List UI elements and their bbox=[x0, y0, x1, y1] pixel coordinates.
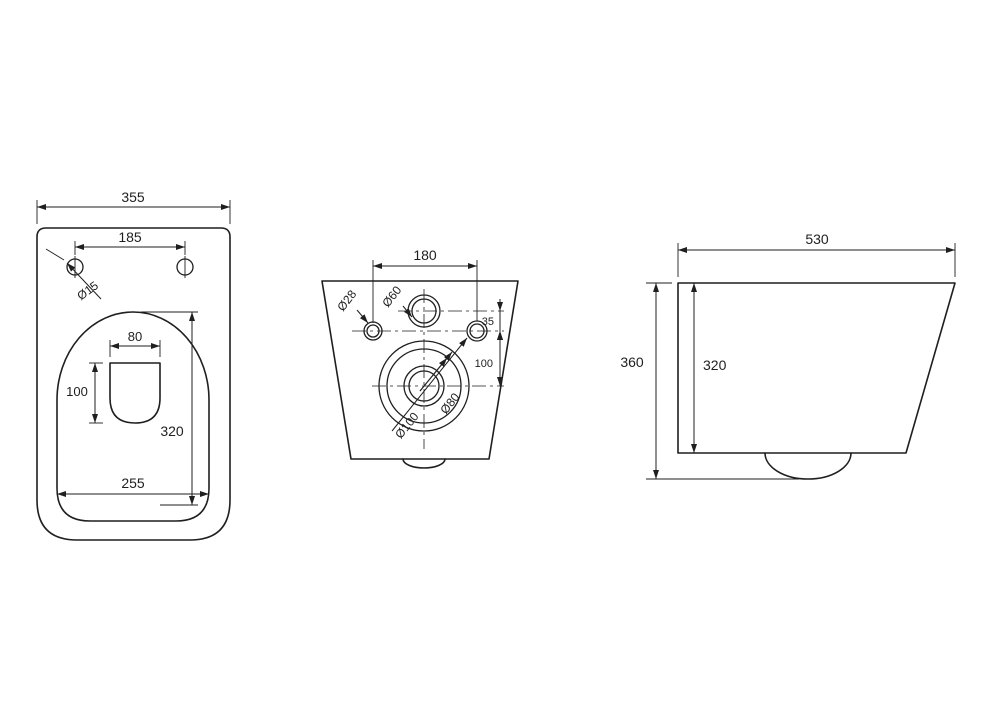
dim-overall-depth: 530 bbox=[677, 231, 956, 277]
fixing-hole-right-inner bbox=[469, 323, 485, 339]
dim-overall-height-label: 360 bbox=[620, 354, 644, 370]
bowl-rim bbox=[56, 311, 210, 522]
dim-opening-width: 80 bbox=[109, 329, 161, 357]
dim-hole-diameter: Ø15 bbox=[45, 248, 102, 303]
outlet-circle-100 bbox=[378, 340, 470, 432]
dim-wall-height-label: 320 bbox=[703, 357, 727, 373]
dim-hole-offset-label: 35 bbox=[482, 316, 494, 328]
dim-bowl-width-label: 255 bbox=[121, 475, 145, 491]
dim-inlet-spacing: 180 bbox=[372, 247, 478, 323]
dim-overall-depth-label: 530 bbox=[805, 231, 829, 247]
fixing-hole-left-inner bbox=[366, 324, 380, 338]
body-outline bbox=[321, 280, 519, 460]
dim-center-hole-diameter: Ø60 bbox=[379, 283, 413, 318]
rear-view: 180 35 100 Ø28 Ø60 Ø100 Ø80 bbox=[321, 247, 519, 469]
flush-opening bbox=[109, 362, 161, 424]
dim-opening-width-label: 80 bbox=[128, 329, 142, 344]
inlet-hole-center-inner bbox=[411, 298, 437, 324]
outlet-circle-80 bbox=[386, 348, 462, 424]
dim-overall-width-label: 355 bbox=[121, 189, 145, 205]
profile-outline bbox=[677, 282, 956, 454]
dim-wall-height: 320 bbox=[691, 283, 727, 453]
dim-bowl-width: 255 bbox=[57, 475, 209, 497]
outlet-dome bbox=[764, 452, 852, 480]
dim-inlet-spacing-label: 180 bbox=[413, 247, 437, 263]
dim-hole-offset: 35 bbox=[482, 299, 503, 343]
dim-hole-spacing: 185 bbox=[74, 229, 186, 255]
pan-outline bbox=[36, 227, 231, 541]
dim-hole-spacing-label: 185 bbox=[118, 229, 142, 245]
dim-outlet-inner-label: Ø80 bbox=[437, 390, 462, 417]
dim-bowl-length-label: 320 bbox=[160, 423, 184, 439]
dim-left-hole-diameter-label: Ø28 bbox=[334, 287, 359, 314]
dim-overall-width: 355 bbox=[36, 189, 231, 224]
dim-outlet-offset-label: 100 bbox=[475, 358, 493, 370]
dim-bowl-length: 320 bbox=[141, 311, 198, 506]
side-view: 530 360 320 bbox=[620, 231, 956, 480]
outlet-pipe-inner bbox=[408, 370, 440, 402]
dim-hole-diameter-label: Ø15 bbox=[74, 278, 101, 303]
dim-overall-height: 360 bbox=[620, 282, 799, 480]
dim-left-hole-diameter: Ø28 bbox=[334, 287, 369, 324]
outlet-pipe-outer bbox=[403, 365, 445, 407]
outlet-bump bbox=[402, 458, 446, 469]
dim-opening-depth-label: 100 bbox=[66, 384, 88, 399]
top-view: 355 185 Ø15 80 100 bbox=[36, 189, 231, 541]
dim-opening-depth: 100 bbox=[66, 362, 103, 424]
dim-center-hole-diameter-label: Ø60 bbox=[379, 283, 404, 310]
outlet-leader-line bbox=[391, 337, 468, 432]
dim-outlet-offset: 100 bbox=[475, 331, 503, 386]
